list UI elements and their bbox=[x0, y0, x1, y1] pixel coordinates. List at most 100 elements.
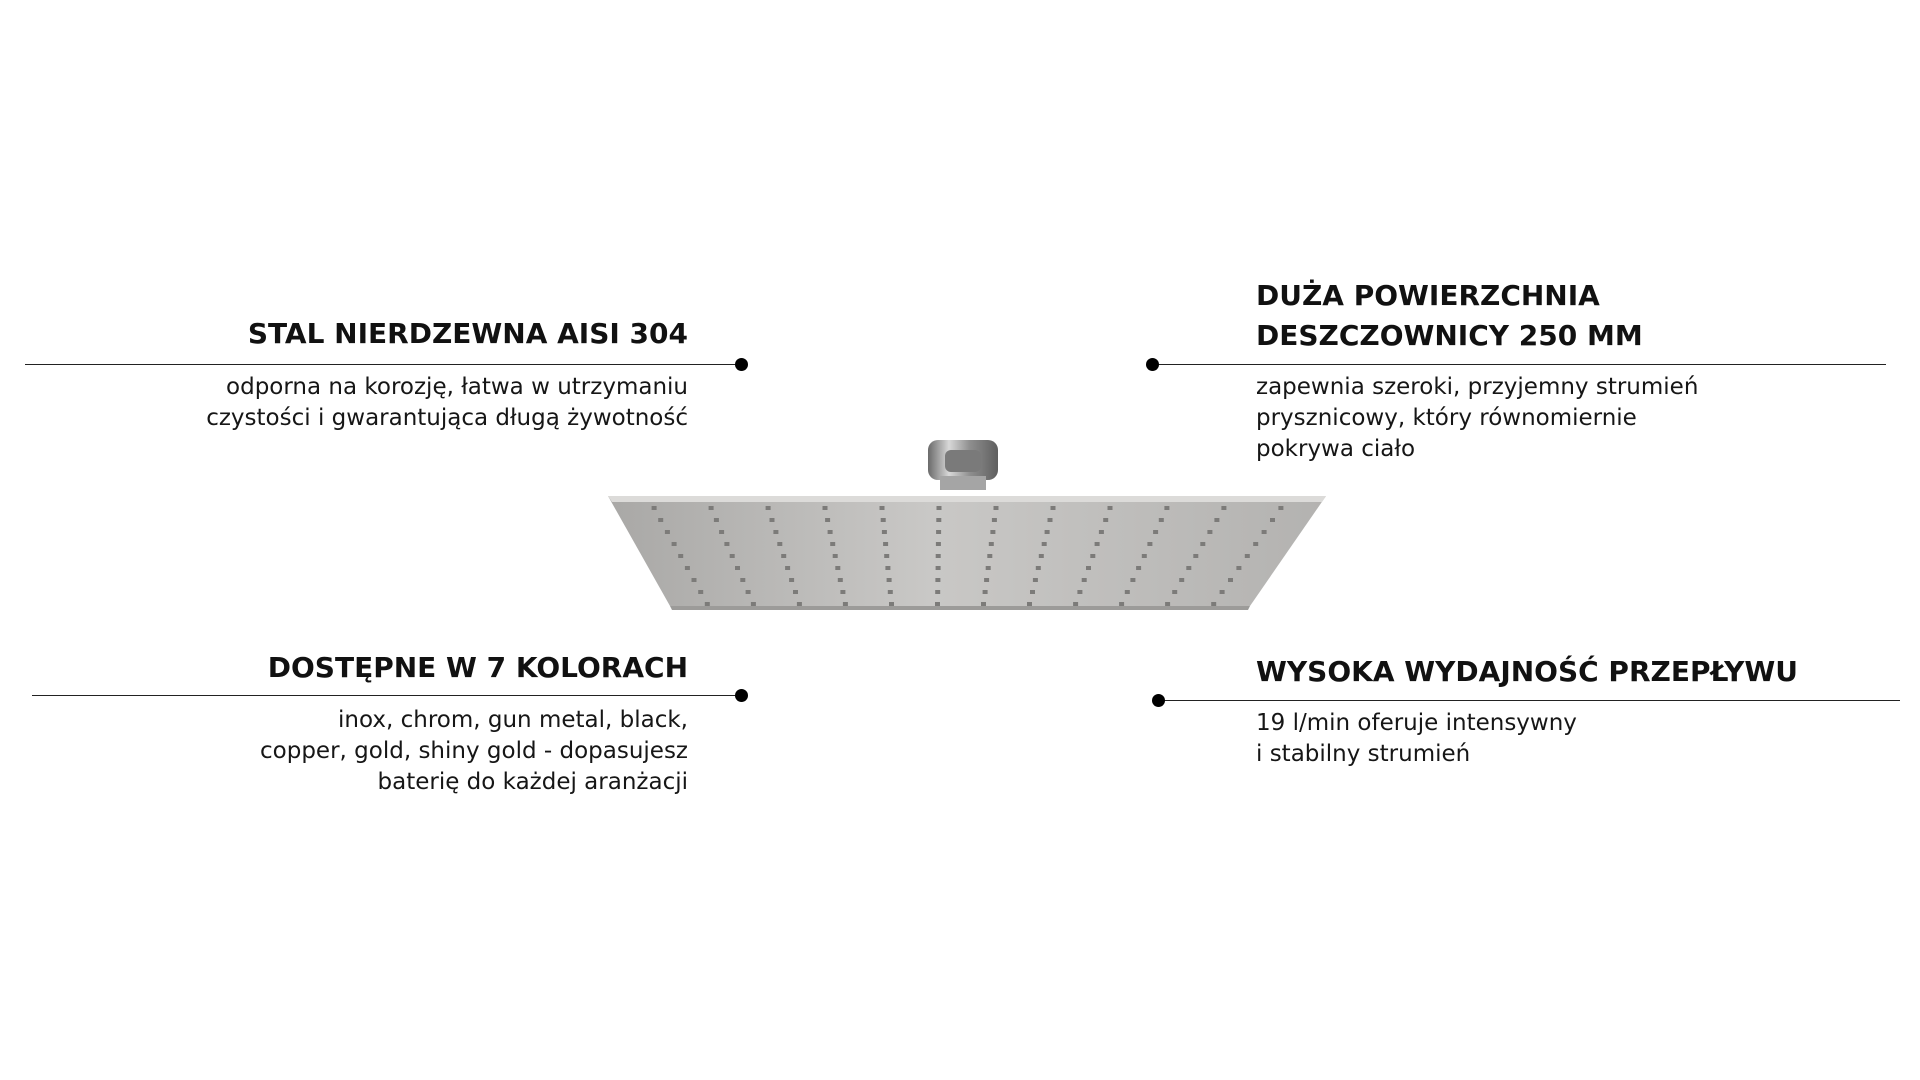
desc-line: pokrywa ciało bbox=[1256, 436, 1416, 462]
nozzle bbox=[883, 542, 889, 546]
nozzle bbox=[1261, 530, 1267, 534]
nozzle bbox=[886, 578, 892, 582]
feature-desc-large-surface: zapewnia szeroki, przyjemny strumień pry… bbox=[1256, 372, 1856, 465]
title-line: DUŻA POWIERZCHNIA bbox=[1256, 279, 1600, 312]
nozzle bbox=[671, 542, 677, 546]
nozzle bbox=[1035, 566, 1041, 570]
nozzle bbox=[830, 542, 836, 546]
nozzle bbox=[832, 554, 838, 558]
nozzle bbox=[1041, 542, 1047, 546]
nozzle bbox=[651, 506, 657, 510]
divider-line bbox=[1158, 700, 1900, 701]
nozzle bbox=[735, 566, 740, 570]
divider-line bbox=[25, 364, 742, 365]
feature-title-stainless-steel: STAL NIERDZEWNA AISI 304 bbox=[247, 317, 688, 350]
nozzle bbox=[1044, 530, 1050, 534]
nozzle bbox=[1094, 542, 1100, 546]
bullet-dot bbox=[1152, 694, 1165, 707]
nozzle bbox=[785, 566, 791, 570]
nozzle bbox=[724, 542, 730, 546]
nozzle bbox=[1164, 506, 1170, 510]
nozzle bbox=[1278, 506, 1284, 510]
nozzle bbox=[769, 518, 775, 522]
nozzle bbox=[1081, 578, 1087, 582]
nozzle bbox=[837, 578, 843, 582]
nozzle bbox=[993, 506, 999, 510]
nozzle bbox=[982, 590, 988, 594]
nozzle bbox=[1073, 602, 1079, 606]
feature-title-flow-rate: WYSOKA WYDAJNOŚĆ PRZEPŁYWU bbox=[1256, 655, 1798, 688]
shower-plate bbox=[608, 496, 1326, 606]
nozzle bbox=[840, 590, 846, 594]
nozzle bbox=[719, 530, 725, 534]
desc-line: copper, gold, shiny gold - dopasujesz bbox=[260, 738, 688, 764]
nozzle bbox=[1136, 566, 1142, 570]
nozzle bbox=[935, 602, 940, 606]
divider-line bbox=[32, 695, 742, 696]
nozzle bbox=[936, 518, 942, 522]
bullet-dot bbox=[735, 689, 748, 702]
nozzle bbox=[880, 518, 886, 522]
nozzle bbox=[1119, 602, 1125, 606]
nozzle bbox=[822, 506, 828, 510]
nozzle bbox=[678, 554, 684, 558]
nozzle bbox=[684, 566, 690, 570]
nozzle bbox=[1244, 554, 1250, 558]
divider-line bbox=[1152, 364, 1886, 365]
nozzle bbox=[1124, 590, 1130, 594]
nozzle bbox=[1186, 566, 1192, 570]
nozzle-rows bbox=[651, 506, 1284, 606]
plate-edge bbox=[608, 496, 1326, 502]
desc-line: 19 l/min oferuje intensywny bbox=[1256, 710, 1577, 736]
nozzle bbox=[1236, 566, 1242, 570]
feature-desc-colors: inox, chrom, gun metal, black, copper, g… bbox=[88, 705, 688, 798]
nozzle bbox=[793, 590, 798, 594]
desc-line: inox, chrom, gun metal, black, bbox=[338, 707, 688, 733]
nozzle bbox=[745, 590, 751, 594]
nozzle bbox=[1211, 602, 1217, 606]
feature-title-large-surface: DUŻA POWIERZCHNIA DESZCZOWNICY 250 MM bbox=[1256, 276, 1643, 356]
nozzle bbox=[935, 554, 941, 558]
nozzle bbox=[990, 530, 996, 534]
nozzle bbox=[1165, 602, 1171, 606]
nozzle bbox=[884, 554, 890, 558]
nozzle bbox=[981, 602, 986, 606]
nozzle bbox=[1090, 554, 1096, 558]
rain-shower-head-icon bbox=[608, 440, 1326, 610]
feature-title-colors: DOSTĘPNE W 7 KOLORACH bbox=[267, 651, 688, 684]
nozzle bbox=[765, 506, 771, 510]
nozzle bbox=[1098, 530, 1104, 534]
nozzle bbox=[1130, 578, 1136, 582]
nozzle bbox=[777, 542, 783, 546]
desc-line: baterię do każdej aranżacji bbox=[377, 769, 689, 795]
nozzle bbox=[1141, 554, 1147, 558]
nozzle bbox=[1200, 542, 1206, 546]
bullet-dot bbox=[1146, 358, 1159, 371]
nozzle bbox=[704, 602, 710, 606]
nozzle bbox=[1032, 578, 1038, 582]
title-line: DESZCZOWNICY 250 MM bbox=[1256, 319, 1643, 352]
nozzle bbox=[879, 506, 885, 510]
nozzle bbox=[1030, 590, 1035, 594]
bullet-dot bbox=[735, 358, 748, 371]
nozzle bbox=[1158, 518, 1164, 522]
nozzle bbox=[935, 578, 941, 582]
nozzle bbox=[835, 566, 841, 570]
nozzle bbox=[740, 578, 746, 582]
nozzle bbox=[750, 602, 756, 606]
nozzle bbox=[984, 578, 990, 582]
nozzle bbox=[1047, 518, 1053, 522]
feature-desc-flow-rate: 19 l/min oferuje intensywny i stabilny s… bbox=[1256, 708, 1856, 770]
nozzle bbox=[796, 602, 802, 606]
nozzle bbox=[881, 530, 887, 534]
nozzle bbox=[825, 518, 831, 522]
nozzle bbox=[1221, 506, 1227, 510]
nozzle bbox=[889, 602, 894, 606]
nozzle bbox=[935, 542, 941, 546]
nozzle bbox=[1153, 530, 1159, 534]
nozzle bbox=[1077, 590, 1083, 594]
nozzle bbox=[1214, 518, 1220, 522]
nozzle bbox=[887, 590, 893, 594]
nozzle bbox=[1147, 542, 1153, 546]
